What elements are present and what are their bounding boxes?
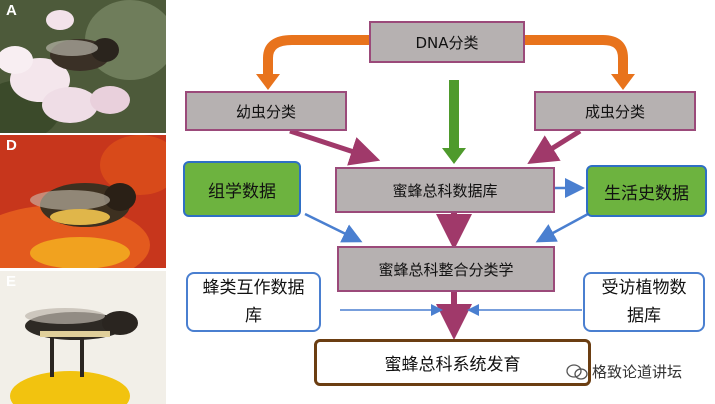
- arrow-histology-to-integrated: [304, 212, 363, 243]
- node-omics-data-label: 组学数据: [208, 181, 276, 202]
- node-adult-classification-label: 成虫分类: [584, 102, 645, 121]
- node-host-plant-database: 受访植物数据库: [583, 272, 705, 332]
- bee-photo-e: E: [0, 271, 166, 404]
- watermark: 格致论道讲坛: [566, 361, 682, 382]
- bee-photo-d: D: [0, 135, 166, 268]
- node-dna-classification-label: DNA分类: [415, 33, 479, 52]
- bee-on-red-flower-image: [0, 135, 166, 268]
- arrow-dna-to-database-shaft: [449, 80, 459, 150]
- arrow-dna-to-larva: [263, 35, 370, 76]
- node-interaction-database: 蜂类互作数据库: [186, 272, 321, 332]
- watermark-text: 格致论道讲坛: [592, 363, 683, 381]
- arrow-larva-to-database: [289, 128, 381, 166]
- bee-on-white-flower-image: [0, 0, 166, 133]
- node-apoidea-phylogeny-label: 蜜蜂总科系统发育: [384, 355, 521, 375]
- node-larva-classification-label: 幼虫分类: [235, 102, 296, 121]
- panel-label-e: E: [6, 273, 17, 290]
- panel-label-a: A: [6, 2, 17, 19]
- node-interaction-database-label: 蜂类互作数据库: [202, 278, 305, 326]
- node-integrated-taxonomy-label: 蜜蜂总科整合分类学: [378, 260, 514, 279]
- bee-photo-a: A: [0, 0, 166, 133]
- node-apoidea-phylogeny: 蜜蜂总科系统发育: [314, 339, 591, 386]
- node-omics-data: 组学数据: [183, 161, 301, 217]
- node-dna-classification: DNA分类: [369, 21, 525, 63]
- arrowhead-dna-to-larva: [256, 74, 280, 90]
- arrowhead-dna-to-database: [442, 148, 466, 164]
- node-apoidea-database-label: 蜜蜂总科数据库: [392, 181, 498, 200]
- bee-on-yellow-flower-image: [0, 271, 166, 404]
- node-life-history-data-label: 生活史数据: [604, 183, 689, 204]
- node-life-history-data: 生活史数据: [586, 165, 707, 217]
- arrowhead-dna-to-adult: [611, 74, 635, 90]
- node-adult-classification: 成虫分类: [534, 91, 696, 131]
- node-integrated-taxonomy: 蜜蜂总科整合分类学: [337, 246, 555, 292]
- node-larva-classification: 幼虫分类: [185, 91, 347, 131]
- arrow-adult-to-database: [527, 128, 582, 164]
- arrow-dna-to-adult: [525, 35, 628, 76]
- node-host-plant-database-label: 受访植物数据库: [601, 278, 687, 326]
- node-apoidea-database: 蜜蜂总科数据库: [335, 167, 555, 213]
- arrow-life-history-to-integrated: [535, 212, 589, 243]
- panel-label-d: D: [6, 137, 17, 154]
- wechat-logo-icon: [566, 363, 588, 380]
